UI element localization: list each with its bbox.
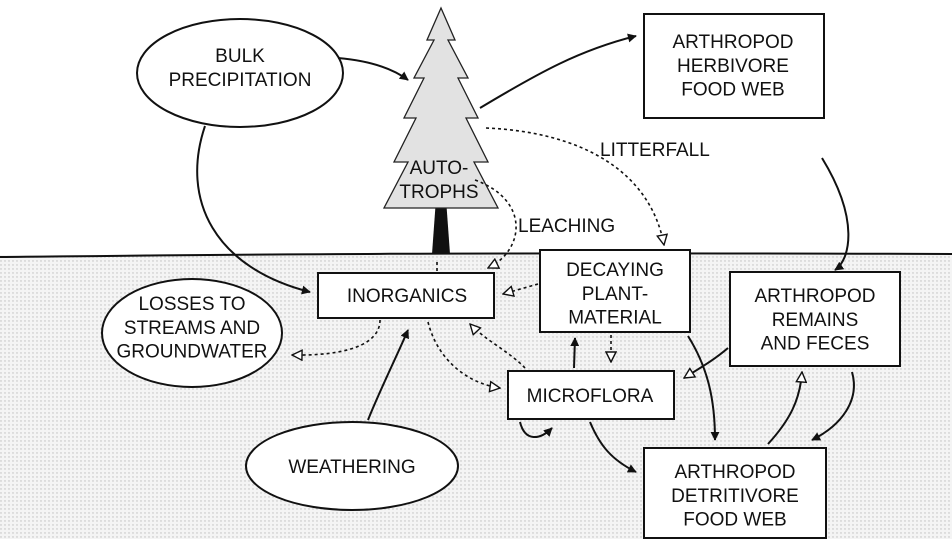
label-line: ARTHROPOD [754,286,875,307]
label-line: FOOD WEB [683,510,786,531]
label-line: PLANT- [582,284,649,305]
label-line: BULK [215,46,265,67]
label-line: INORGANICS [347,286,467,307]
weathering-label: WEATHERING [288,457,415,478]
label-line: STREAMS AND [124,318,260,339]
microflora-label: MICROFLORA [527,386,654,407]
label-line: DECAYING [566,260,664,281]
detritivore-web-label: ARTHROPOD DETRITIVORE FOOD WEB [671,462,799,531]
label-line: MATERIAL [568,308,662,329]
tree-icon [384,8,498,254]
label-line: PRECIPITATION [169,70,312,91]
remains-feces-label: ARTHROPOD REMAINS AND FECES [754,286,875,355]
label-line: AND FECES [761,334,870,355]
inorganics-label: INORGANICS [347,286,467,307]
label-line: ARTHROPOD [672,32,793,53]
label-line: HERBIVORE [677,56,789,77]
litterfall-label: LITTERFALL [600,140,710,161]
arrow-microflora-to-decaying [574,338,575,368]
label-line: FOOD WEB [681,80,784,101]
label-line: TROPHS [399,182,478,203]
label-line: DETRITIVORE [671,486,799,507]
arrow-autotrophs-to-herbivore [480,36,636,108]
label-line: AUTO- [410,158,469,179]
arrow-precip-to-autotrophs [338,58,408,80]
label-line: ARTHROPOD [674,462,795,483]
herbivore-web-label: ARTHROPOD HERBIVORE FOOD WEB [672,32,793,101]
label-line: LOSSES TO [138,294,245,315]
losses-label: LOSSES TO STREAMS AND GROUNDWATER [117,294,268,363]
label-line: REMAINS [772,310,859,331]
label-line: GROUNDWATER [117,342,268,363]
leaching-label: LEACHING [518,216,615,237]
label-line: WEATHERING [288,457,415,478]
label-line: MICROFLORA [527,386,654,407]
